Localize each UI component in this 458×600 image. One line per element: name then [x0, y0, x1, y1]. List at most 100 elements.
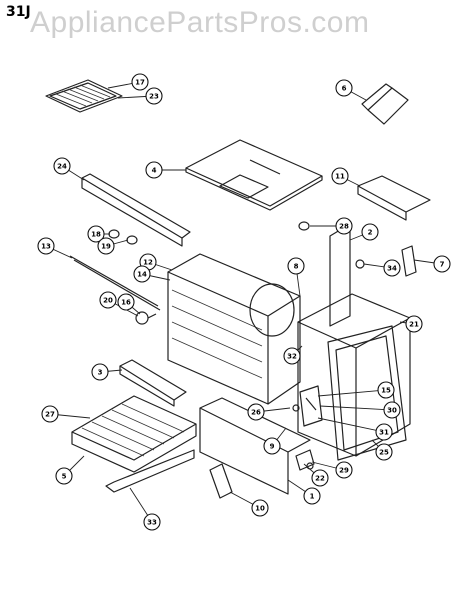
callout-number: 28 — [339, 223, 349, 231]
callout-30: 30 — [383, 401, 401, 419]
small-parts — [209, 404, 315, 499]
oven-rack-top — [45, 79, 123, 113]
callout-number: 16 — [121, 299, 131, 307]
callout-circle — [405, 315, 423, 333]
callout-circle — [251, 499, 269, 517]
callout-circle — [131, 73, 149, 91]
callout-number: 11 — [335, 173, 345, 181]
callout-22: 22 — [311, 469, 329, 487]
callout-number: 1 — [310, 493, 315, 501]
door-glass — [327, 325, 407, 461]
callout-8: 8 — [287, 257, 305, 275]
callout-number: 14 — [137, 271, 147, 279]
rail-bracket — [119, 359, 187, 407]
callout-circle — [97, 237, 115, 255]
callout-circle — [335, 461, 353, 479]
element-bracket — [69, 255, 161, 311]
control-bracket — [357, 175, 431, 221]
callout-number: 27 — [45, 411, 55, 419]
callout-2: 2 — [361, 223, 379, 241]
callout-31: 31 — [375, 423, 393, 441]
callout-number: 9 — [270, 443, 275, 451]
callout-circle — [55, 467, 73, 485]
callout-number: 23 — [149, 93, 159, 101]
callout-number: 10 — [255, 505, 265, 513]
callout-circle — [37, 237, 55, 255]
callout-number: 26 — [251, 409, 261, 417]
igniter — [135, 311, 157, 325]
callout-circle — [283, 347, 301, 365]
callout-number: 7 — [440, 261, 445, 269]
callout-circle — [383, 259, 401, 277]
callout-circle — [145, 161, 163, 179]
callout-25: 25 — [375, 443, 393, 461]
callout-5: 5 — [55, 467, 73, 485]
callout-circle — [99, 291, 117, 309]
callout-number: 13 — [41, 243, 51, 251]
vent-cover — [361, 83, 409, 125]
door-frame — [297, 293, 411, 457]
bottom-rack — [71, 395, 197, 473]
callout-circle — [331, 167, 349, 185]
callout-number: 19 — [101, 243, 111, 251]
callout-circle — [117, 293, 135, 311]
callout-33: 33 — [143, 513, 161, 531]
callout-circle — [53, 157, 71, 175]
callout-32: 32 — [283, 347, 301, 365]
callout-number: 8 — [294, 263, 299, 271]
callout-number: 34 — [387, 265, 397, 273]
callout-number: 20 — [103, 297, 113, 305]
callout-circle — [145, 87, 163, 105]
callout-3: 3 — [91, 363, 109, 381]
callout-circle — [287, 257, 305, 275]
callout-circle — [303, 487, 321, 505]
callout-19: 19 — [97, 237, 115, 255]
callout-15: 15 — [377, 381, 395, 399]
callout-6: 6 — [335, 79, 353, 97]
callout-number: 4 — [152, 167, 157, 175]
watermark: AppliancePartsPros.com — [30, 6, 370, 39]
callout-circle — [383, 401, 401, 419]
callout-number: 15 — [381, 387, 391, 395]
callout-28: 28 — [335, 217, 353, 235]
callout-7: 7 — [433, 255, 451, 273]
callout-18: 18 — [87, 225, 105, 243]
callout-29: 29 — [335, 461, 353, 479]
callout-circle — [87, 225, 105, 243]
door-latch — [299, 385, 323, 427]
callout-circle — [247, 403, 265, 421]
callout-circle — [311, 469, 329, 487]
callout-number: 30 — [387, 407, 397, 415]
callout-9: 9 — [263, 437, 281, 455]
callout-circle — [133, 265, 151, 283]
callout-circle — [91, 363, 109, 381]
callout-circle — [143, 513, 161, 531]
drawer-slide — [105, 449, 195, 493]
callout-number: 31 — [379, 429, 389, 437]
callout-circle — [375, 423, 393, 441]
side-panel — [329, 223, 351, 327]
callout-circle — [335, 79, 353, 97]
callout-number: 22 — [315, 475, 325, 483]
callout-number: 6 — [342, 85, 347, 93]
callout-number: 33 — [147, 519, 157, 527]
callout-21: 21 — [405, 315, 423, 333]
page-code: 31J — [6, 4, 31, 20]
callout-number: 2 — [368, 229, 373, 237]
callout-labels: 1234567891011121314151617181920212223242… — [37, 73, 451, 531]
callout-circle — [263, 437, 281, 455]
callout-circle — [361, 223, 379, 241]
gas-fitting — [298, 221, 310, 231]
callout-24: 24 — [53, 157, 71, 175]
callout-4: 4 — [145, 161, 163, 179]
callout-circle — [41, 405, 59, 423]
callout-number: 32 — [287, 353, 297, 361]
callout-1: 1 — [303, 487, 321, 505]
callout-10: 10 — [251, 499, 269, 517]
oven-cavity — [167, 253, 301, 405]
leader-line-15 — [317, 389, 387, 397]
callout-circle — [335, 217, 353, 235]
callout-circle — [377, 381, 395, 399]
callout-number: 21 — [409, 321, 419, 329]
